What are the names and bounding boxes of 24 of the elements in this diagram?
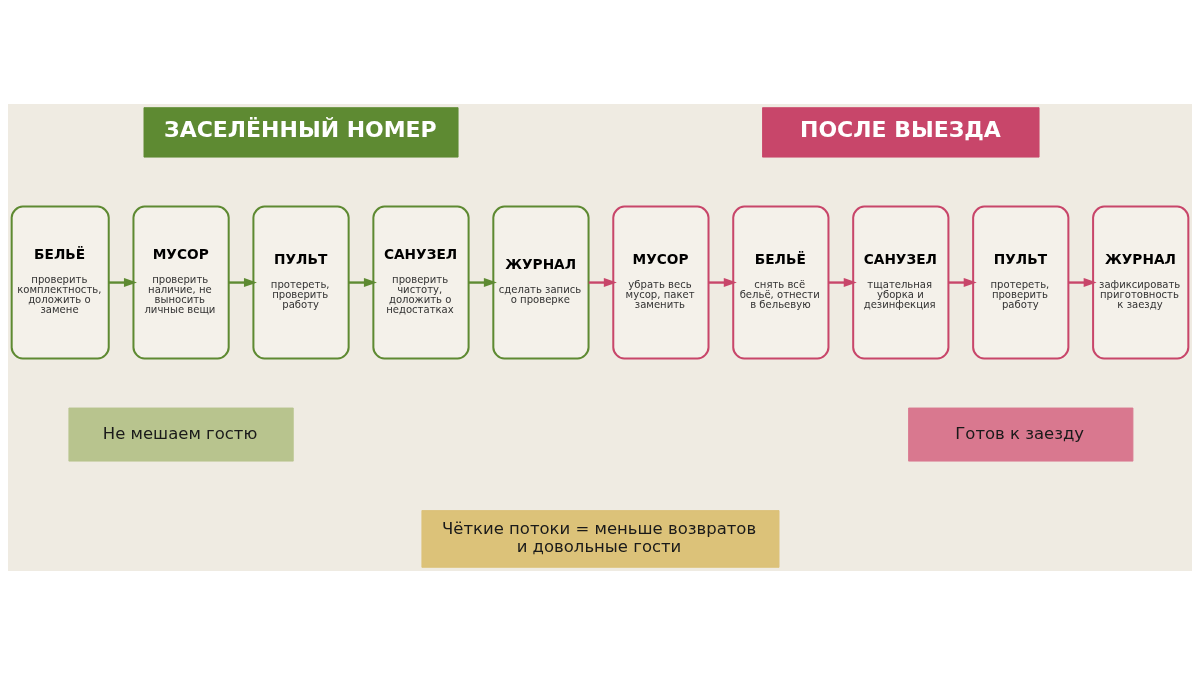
node-box: МУСОР убрать весь мусор, пакет заменить: [612, 205, 710, 360]
node-box: ЗАСЕЛЁННЫЙ НОМЕР: [143, 107, 459, 158]
arrow: [468, 278, 497, 288]
arrow: [708, 278, 737, 288]
arrow: [228, 278, 257, 288]
arrow: [948, 278, 977, 288]
node-box: ЖУРНАЛ зафиксировать приготовность к заезду: [1092, 205, 1190, 360]
node-box: МУСОР проверить наличие, не выносить личные вещи: [132, 205, 230, 360]
arrow: [1068, 278, 1097, 288]
node-box: ПОСЛЕ ВЫЕЗДА: [762, 107, 1040, 158]
node-box: ЖУРНАЛ сделать запись о проверке: [492, 205, 590, 360]
node-box: Не мешаем гостю: [68, 407, 294, 462]
node-box: САНУЗЕЛ тщательная уборка и дезинфекция: [852, 205, 950, 360]
node-box: ПУЛЬТ протереть, проверить работу: [972, 205, 1070, 360]
arrow: [108, 278, 137, 288]
node-box: Чёткие потоки = меньше возвратов и довольные гости: [421, 510, 780, 568]
node-box: БЕЛЬЁ проверить комплектность, доложить о замене: [10, 205, 110, 360]
arrow: [828, 278, 857, 288]
node-box: БЕЛЬЁ снять всё бельё, отнести в бельевую: [732, 205, 830, 360]
arrow: [588, 278, 617, 288]
node-box: САНУЗЕЛ проверить чистоту, доложить о недостатках: [372, 205, 470, 360]
node-box: Готов к заезду: [908, 407, 1134, 462]
arrow: [348, 278, 377, 288]
node-box: ПУЛЬТ протереть, проверить работу: [252, 205, 350, 360]
